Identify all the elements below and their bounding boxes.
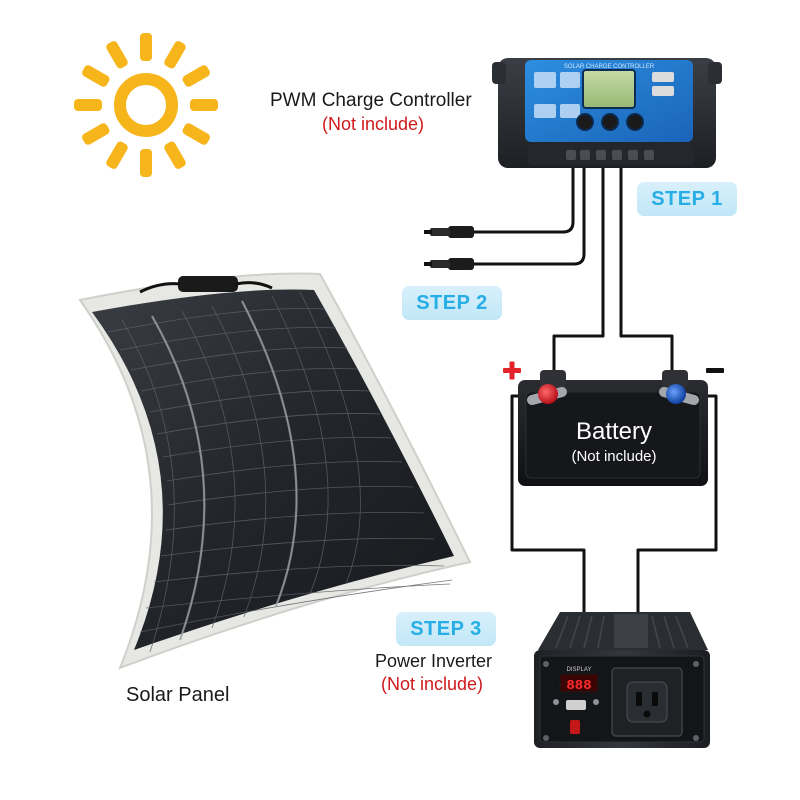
step-1-badge: STEP 1 — [637, 182, 737, 216]
controller-note: (Not include) — [322, 114, 425, 134]
inverter-negative-cable — [636, 394, 718, 622]
usb-port-icon — [652, 86, 674, 96]
step-3-badge: STEP 3 — [396, 612, 496, 646]
mc4-connector-top — [424, 226, 474, 238]
pv-cable-negative — [468, 163, 586, 266]
sun-icon — [74, 33, 218, 177]
inverter-title: Power Inverter — [375, 651, 493, 671]
mc4-connector-bottom — [424, 258, 474, 270]
step-2-badge: STEP 2 — [402, 286, 502, 320]
inverter-display-value: 888 — [566, 678, 591, 694]
battery-note: (Not include) — [571, 448, 657, 465]
charge-controller: SOLAR CHARGE CONTROLLER — [492, 58, 722, 168]
battery-positive-terminal — [538, 384, 558, 404]
power-switch-icon — [570, 720, 580, 734]
plus-icon — [503, 361, 521, 380]
controller-battery-positive-cable — [552, 163, 605, 374]
inverter-display-label: DISPLAY — [567, 667, 592, 673]
controller-panel-text: SOLAR CHARGE CONTROLLER — [564, 64, 655, 70]
solar-panel-title: Solar Panel — [126, 684, 230, 706]
controller-lcd — [582, 69, 636, 109]
minus-icon — [706, 368, 724, 373]
controller-title: PWM Charge Controller — [270, 90, 472, 111]
inverter-note: (Not include) — [381, 674, 484, 694]
power-inverter: 888 DISPLAY — [534, 612, 710, 748]
battery-title: Battery — [575, 418, 653, 445]
pv-cable-positive — [468, 163, 575, 234]
usb-port-icon — [652, 72, 674, 82]
panel-junction-box — [178, 276, 238, 292]
controller-battery-negative-cable — [619, 163, 674, 374]
inverter-display — [559, 673, 599, 693]
battery-negative-terminal — [666, 384, 686, 404]
usb-port-icon — [566, 700, 586, 710]
solar-panel — [78, 272, 472, 670]
battery — [518, 370, 708, 486]
